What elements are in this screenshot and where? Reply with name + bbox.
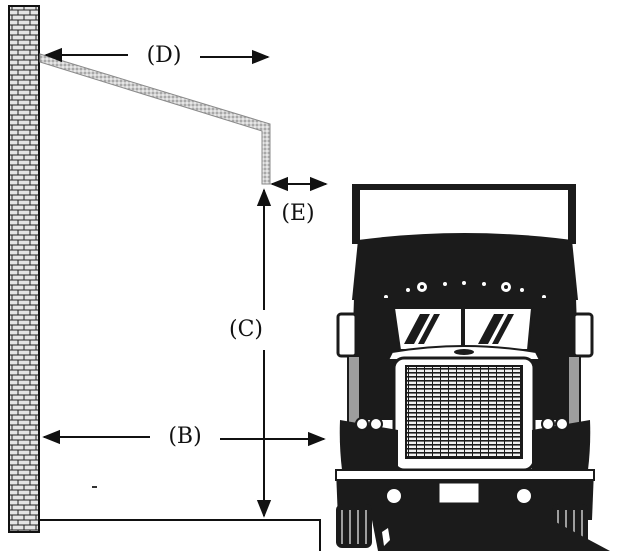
label-e: (E) [281,201,314,226]
speck-mark [92,486,97,488]
label-c: (C) [229,317,263,342]
label-d: (D) [147,43,182,68]
dimension-d: (D) [44,43,270,68]
brick-wall-icon [8,5,40,533]
semi-truck-icon [335,184,610,551]
ground-line [36,519,321,551]
label-b: (B) [168,424,201,449]
dimension-c: (C) [229,188,272,518]
awning-icon [39,53,271,185]
dimension-e: (E) [270,176,328,226]
dimension-b: (B) [42,424,326,449]
